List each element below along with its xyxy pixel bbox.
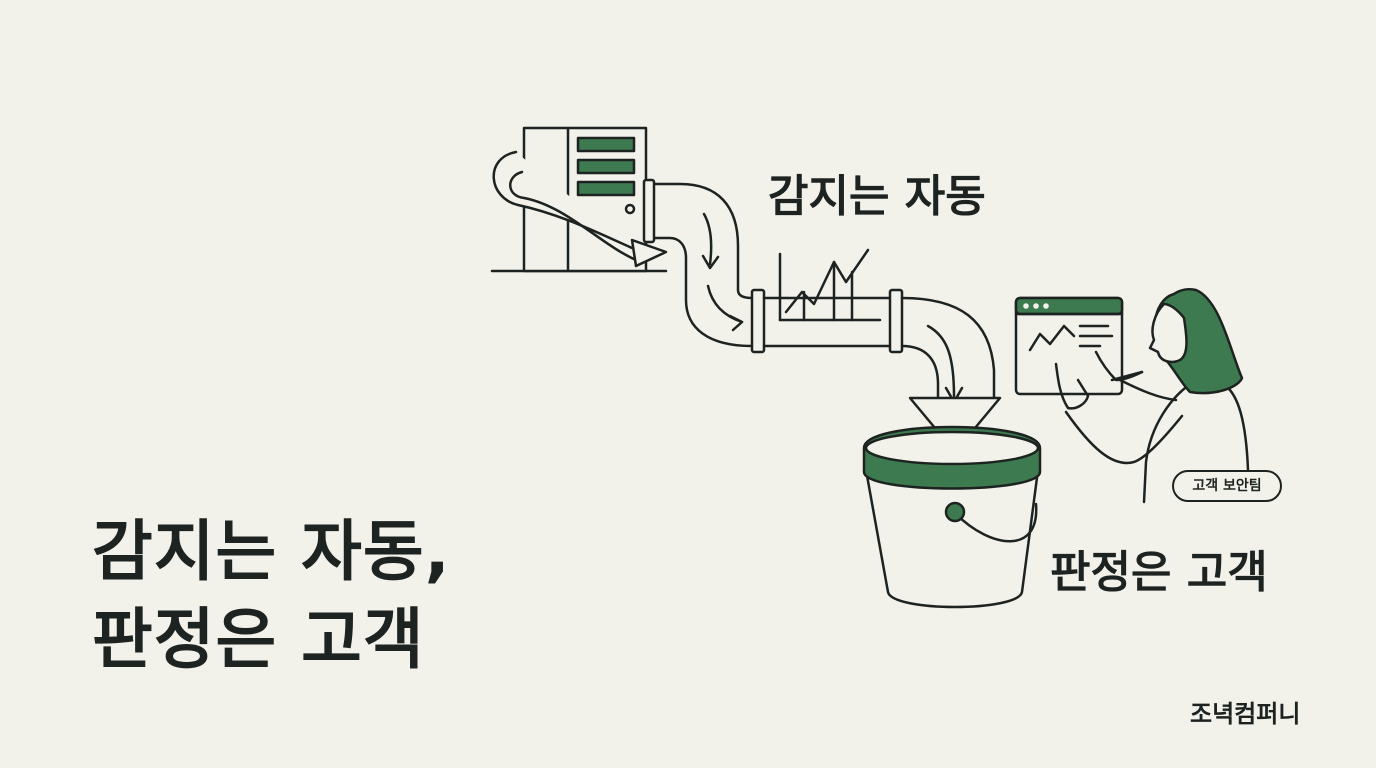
chart-icon (778, 248, 882, 322)
data-stream-arrow-icon (492, 150, 668, 268)
analyst-person-icon (1054, 287, 1250, 504)
headline-line-1: 감지는 자동, (92, 513, 451, 590)
dashboard-window-icon (1014, 296, 1124, 396)
headline: 감지는 자동, 판정은 고객 (92, 508, 451, 684)
server-icon (490, 126, 668, 273)
team-badge: 고객 보안팀 (1172, 470, 1282, 502)
brand-logo-text: 조녁컴퍼니 (1190, 700, 1301, 728)
automatic-detection-label: 감지는 자동 (768, 171, 986, 222)
bucket-icon (862, 425, 1042, 609)
pipe-icon (642, 178, 1002, 454)
customer-judgment-label: 판정은 고객 (1050, 547, 1268, 598)
headline-line-2: 판정은 고객 (92, 601, 425, 678)
